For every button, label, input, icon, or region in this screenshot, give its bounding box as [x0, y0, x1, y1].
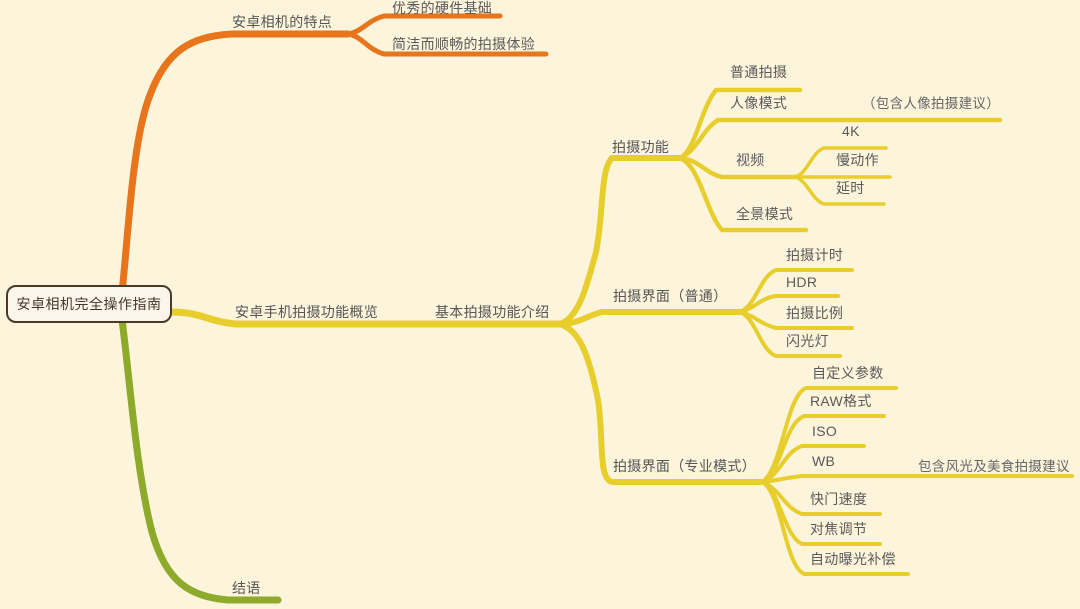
node-shooting-timer[interactable]: 拍摄计时	[786, 247, 844, 263]
node-aspect-ratio[interactable]: 拍摄比例	[786, 305, 844, 321]
node-auto-exposure-compensation[interactable]: 自动曝光补偿	[810, 551, 896, 567]
node-excellent-hardware[interactable]: 优秀的硬件基础	[392, 0, 493, 16]
node-focus-adjust[interactable]: 对焦调节	[810, 521, 868, 537]
connector-proui-to-wb	[760, 474, 1074, 484]
node-shooting-overview[interactable]: 安卓手机拍摄功能概览	[235, 304, 378, 320]
node-normal-shooting[interactable]: 普通拍摄	[730, 64, 788, 80]
node-camera-features[interactable]: 安卓相机的特点	[232, 14, 333, 30]
node-shutter-speed[interactable]: 快门速度	[810, 491, 868, 507]
connector-root-to-features	[118, 30, 352, 296]
connector-features-to-hardware	[345, 13, 503, 37]
node-smooth-experience[interactable]: 简洁而顺畅的拍摄体验	[392, 36, 535, 52]
note-portrait-suggestions: （包含人像拍摄建议）	[862, 96, 1000, 111]
node-flashlight[interactable]: 闪光灯	[786, 333, 829, 349]
node-iso[interactable]: ISO	[812, 423, 838, 439]
node-panorama-mode[interactable]: 全景模式	[736, 206, 794, 222]
node-conclusion[interactable]: 结语	[232, 580, 261, 596]
connector-root-to-conclusion	[118, 316, 282, 604]
node-video-slowmotion[interactable]: 慢动作	[836, 152, 879, 168]
node-video-4k[interactable]: 4K	[842, 123, 860, 139]
node-basic-functions-intro[interactable]: 基本拍摄功能介绍	[435, 304, 550, 320]
note-landscape-food-suggestions: 包含风光及美食拍摄建议	[918, 459, 1070, 474]
node-shooting-ui-pro[interactable]: 拍摄界面（专业模式）	[613, 458, 756, 474]
node-wb[interactable]: WB	[812, 453, 836, 469]
node-shooting-functions[interactable]: 拍摄功能	[612, 139, 670, 155]
root-node[interactable]: 安卓相机完全操作指南	[6, 285, 172, 323]
node-video-timelapse[interactable]: 延时	[836, 180, 865, 196]
node-video[interactable]: 视频	[736, 152, 765, 168]
node-shooting-ui-normal[interactable]: 拍摄界面（普通）	[613, 288, 728, 304]
connector-overview-to-normal-ui	[557, 309, 743, 327]
node-custom-parameters[interactable]: 自定义参数	[812, 365, 884, 381]
node-hdr[interactable]: HDR	[786, 274, 818, 290]
node-raw-format[interactable]: RAW格式	[810, 393, 872, 409]
root-node-label: 安卓相机完全操作指南	[16, 296, 162, 312]
node-portrait-mode[interactable]: 人像模式	[730, 95, 788, 111]
